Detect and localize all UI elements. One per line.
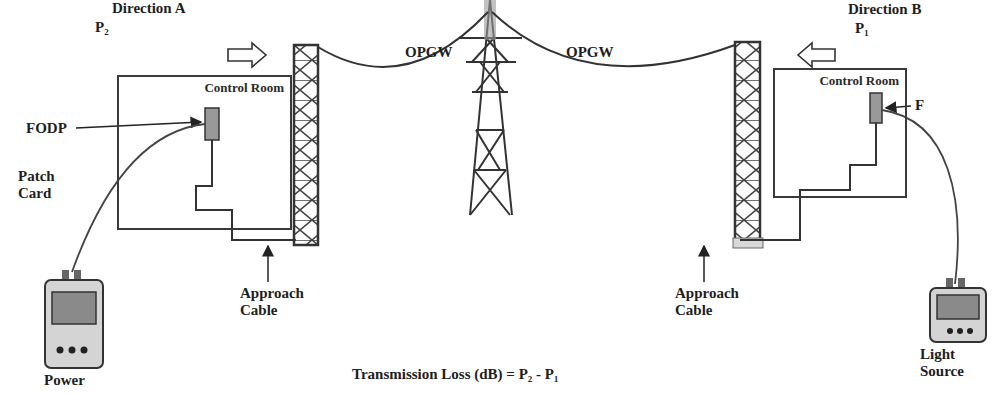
- part-label: F: [915, 97, 924, 114]
- light-source: [930, 278, 986, 342]
- opgw-cable: [318, 12, 488, 67]
- part-label: Approach Cable: [240, 285, 312, 318]
- direction-label: Direction A: [112, 0, 185, 17]
- approach-cable: [196, 140, 296, 240]
- patch-cord: [72, 124, 205, 272]
- leader-line: [76, 122, 201, 128]
- formula: Transmission Loss (dB) = P₂ - P₁: [352, 366, 558, 383]
- power-meter: [45, 270, 103, 368]
- cable-label: OPGW: [566, 44, 614, 61]
- part-label: FODP: [26, 120, 67, 137]
- fodp-unit: [870, 93, 882, 123]
- control-room-box: Control Room: [117, 75, 292, 230]
- power-symbol: P₁: [855, 20, 869, 37]
- opgw-cable: [492, 12, 735, 66]
- device-label: Power: [44, 372, 85, 389]
- leader-line: [267, 246, 269, 282]
- fodp-unit: [205, 108, 219, 140]
- control-room-box: Control Room: [773, 68, 907, 198]
- part-label: Approach Cable: [675, 285, 747, 318]
- lattice-tower: [735, 42, 760, 245]
- approach-cable: [740, 123, 876, 240]
- leader-line: [886, 106, 911, 108]
- direction-arrow: [798, 43, 835, 67]
- room-label: Control Room: [819, 73, 899, 89]
- cable-label: OPGW: [405, 44, 453, 61]
- room-label: Control Room: [204, 80, 284, 96]
- direction-arrow: [228, 43, 266, 67]
- lattice-tower: [294, 45, 318, 245]
- power-symbol: P₂: [95, 19, 109, 36]
- part-label: Patch Card: [18, 168, 70, 201]
- device-label: Light Source: [920, 346, 990, 379]
- leader-line: [703, 246, 705, 282]
- direction-label: Direction B: [848, 1, 921, 18]
- transmission-tower: [460, 0, 522, 215]
